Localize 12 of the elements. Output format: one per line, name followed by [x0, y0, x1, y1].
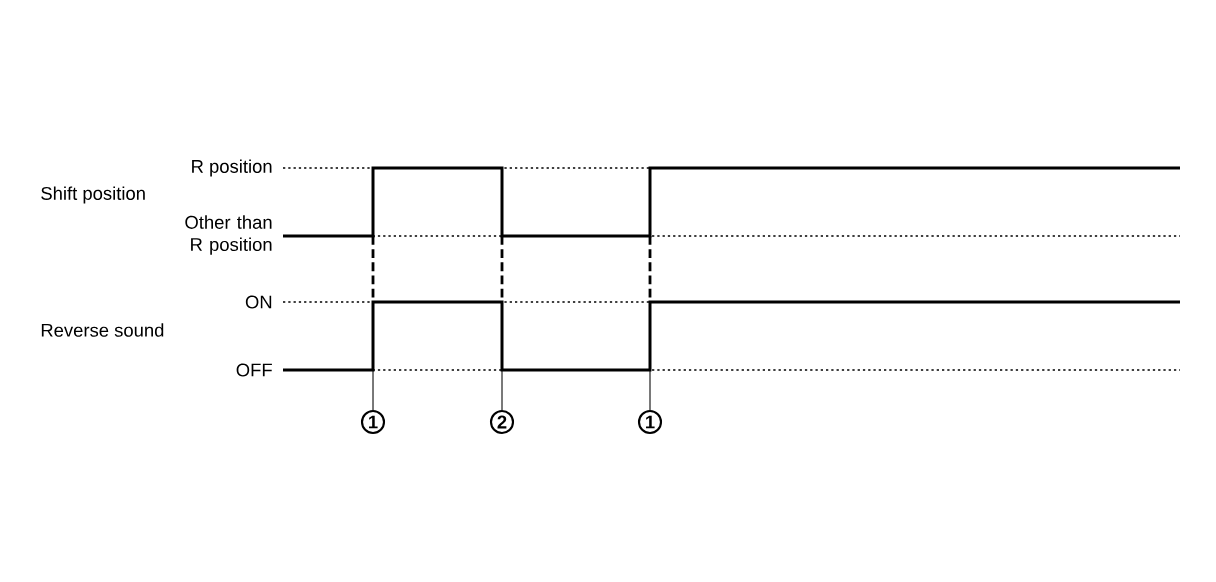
leader-line: [649, 369, 651, 411]
callout-number: 1: [637, 409, 663, 435]
leader-line: [372, 369, 374, 411]
level-label: R position: [192, 159, 272, 177]
level-label: ON: [245, 295, 272, 309]
callout-number: 1: [360, 409, 386, 435]
signal-name: Reverse sound: [41, 323, 164, 337]
signal-name: Shift position: [41, 186, 145, 204]
level-label: Other than R position: [185, 215, 272, 255]
level-label: OFF: [236, 363, 272, 377]
callout-number: 2: [489, 409, 515, 435]
leader-line: [501, 369, 503, 411]
